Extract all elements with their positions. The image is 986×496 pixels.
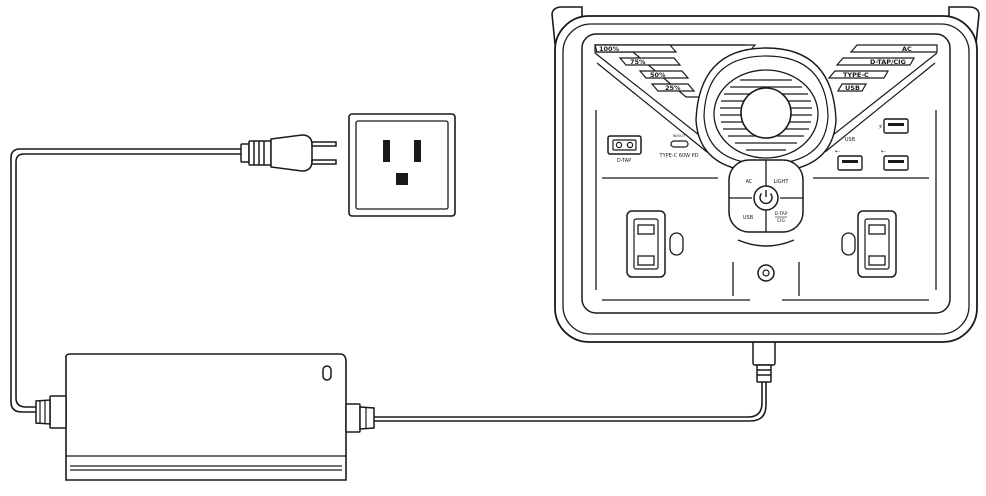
output-dtap-cig: D-TAP/CIG [870,58,906,66]
usb-port-upper-right[interactable] [883,118,909,134]
usb-symbol-icon-right: ⇠ [881,148,886,155]
dc-output-cable [372,380,767,422]
outlet-ground [396,173,408,185]
dtap-port[interactable] [607,135,642,155]
usb-label: USB [845,137,856,143]
battery-level-50: 50% [650,71,666,79]
output-usb: USB [845,84,860,92]
power-station: 100% 75% 50% 25% AC D-TAP/CIG TYPE-C USB [551,6,980,343]
ac-plug [240,134,337,172]
control-dial[interactable] [740,87,792,139]
usb-port-right[interactable] [883,155,909,171]
battery-level-75: 75% [630,58,646,66]
wall-outlet [348,113,456,217]
outlet-slot-left [383,140,390,162]
typec-port[interactable] [670,140,689,148]
dtap-button-label: D-TAP [775,211,788,217]
ac-button-label: AC [746,179,753,185]
wireless-icon: ⚡ [878,123,883,131]
adapter-indicator-led [322,365,332,381]
ac-input-cable [10,148,247,413]
usb-port-left[interactable] [837,155,863,171]
outlet-slot-right [414,140,421,162]
ac-outlet-right[interactable] [841,210,897,278]
usb-button-label: USB [743,215,754,221]
battery-level-100: 100% [599,45,620,53]
usb-symbol-icon-left: ⇠ [835,148,840,155]
output-type-c: TYPE-C [843,71,869,79]
output-ac: AC [902,45,912,53]
power-adapter [35,353,375,481]
power-icon [759,193,773,205]
light-button-label: LIGHT [774,179,790,185]
typec-label: TYPE-C 60W PD [659,153,699,159]
panel-dividers [595,110,937,301]
cig-button-label: CIG [777,218,785,224]
power-button[interactable] [753,185,779,211]
dc-input-jack[interactable] [757,264,775,282]
battery-level-25: 25% [665,84,681,92]
typec-inout-label: IN/OUT [673,134,686,138]
ac-outlet-left[interactable] [626,210,684,278]
dtap-label: D-TAP [617,158,631,164]
